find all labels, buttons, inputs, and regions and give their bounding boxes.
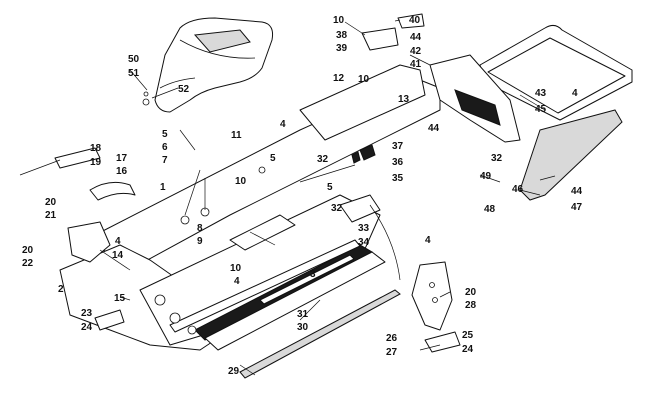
callout-19: 19	[90, 157, 102, 168]
callout-43: 43	[535, 88, 547, 99]
callout-38: 38	[336, 30, 348, 41]
callout-36: 36	[392, 157, 404, 168]
callout-5b: 5	[270, 153, 276, 164]
callout-28: 28	[465, 300, 477, 311]
callout-4d: 4	[234, 276, 240, 287]
callout-29: 29	[228, 366, 240, 377]
callout-52: 52	[178, 84, 190, 95]
callout-22: 22	[22, 258, 34, 269]
callout-5: 5	[162, 129, 168, 140]
callout-44: 44	[410, 32, 422, 43]
callout-18: 18	[90, 143, 102, 154]
callout-21: 21	[45, 210, 57, 221]
leader-lines	[19, 19, 556, 376]
callout-45: 45	[535, 104, 547, 115]
seat-assembly	[142, 17, 273, 113]
callout-24: 24	[81, 322, 93, 333]
callout-4b: 4	[572, 88, 578, 99]
callout-32c: 32	[491, 153, 503, 164]
callout-8: 8	[197, 223, 203, 234]
callout-35: 35	[392, 173, 404, 184]
callout-20c: 20	[465, 287, 477, 298]
callout-4c: 4	[115, 236, 121, 247]
callout-46: 46	[512, 184, 524, 195]
callout-34: 34	[358, 237, 370, 248]
callout-44c: 44	[571, 186, 583, 197]
callout-labels: 1 2 3 4 4 4 4 4 5 5 5 6 7 8 9 10 10 10 1…	[22, 15, 583, 377]
footrest-left	[54, 147, 136, 331]
callout-2: 2	[58, 284, 64, 295]
callout-50: 50	[128, 54, 140, 65]
running-board-rail	[239, 254, 401, 379]
callout-11: 11	[231, 130, 242, 141]
callout-3: 3	[310, 269, 316, 280]
callout-6: 6	[162, 142, 168, 153]
callout-33: 33	[358, 223, 370, 234]
callout-51: 51	[128, 68, 140, 79]
heel-bracket	[411, 261, 461, 353]
callout-40: 40	[409, 15, 421, 26]
callout-32: 32	[317, 154, 329, 165]
side-brace	[339, 194, 401, 281]
callout-24b: 24	[462, 344, 474, 355]
callout-17: 17	[116, 153, 128, 164]
callout-9: 9	[197, 236, 203, 247]
callout-23: 23	[81, 308, 93, 319]
callout-47: 47	[571, 202, 583, 213]
callout-25: 25	[462, 330, 474, 341]
callout-4e: 4	[425, 235, 431, 246]
callout-31: 31	[297, 309, 309, 320]
callout-44b: 44	[428, 123, 440, 134]
callout-30: 30	[297, 322, 309, 333]
callout-10d: 10	[230, 263, 242, 274]
callout-12: 12	[333, 73, 345, 84]
callout-26: 26	[386, 333, 398, 344]
callout-15: 15	[114, 293, 126, 304]
callout-48: 48	[484, 204, 496, 215]
callout-10c: 10	[358, 74, 370, 85]
callout-27: 27	[386, 347, 398, 358]
callout-10b: 10	[333, 15, 345, 26]
callout-5c: 5	[327, 182, 333, 193]
callout-10: 10	[235, 176, 247, 187]
callout-13: 13	[398, 94, 410, 105]
callout-37: 37	[392, 141, 404, 152]
rear-rack-assembly	[479, 24, 633, 201]
callout-41: 41	[410, 59, 422, 70]
callout-49: 49	[480, 171, 492, 182]
tunnel-assembly	[59, 64, 441, 351]
callout-14: 14	[112, 250, 124, 261]
callout-7: 7	[162, 155, 168, 166]
callout-20b: 20	[22, 245, 34, 256]
callout-39: 39	[336, 43, 348, 54]
snowflap-assembly	[361, 13, 521, 143]
callout-42: 42	[410, 46, 422, 57]
callout-4: 4	[280, 119, 286, 130]
callout-1: 1	[160, 182, 166, 193]
callout-20: 20	[45, 197, 57, 208]
callout-32b: 32	[331, 203, 343, 214]
callout-16: 16	[116, 166, 128, 177]
